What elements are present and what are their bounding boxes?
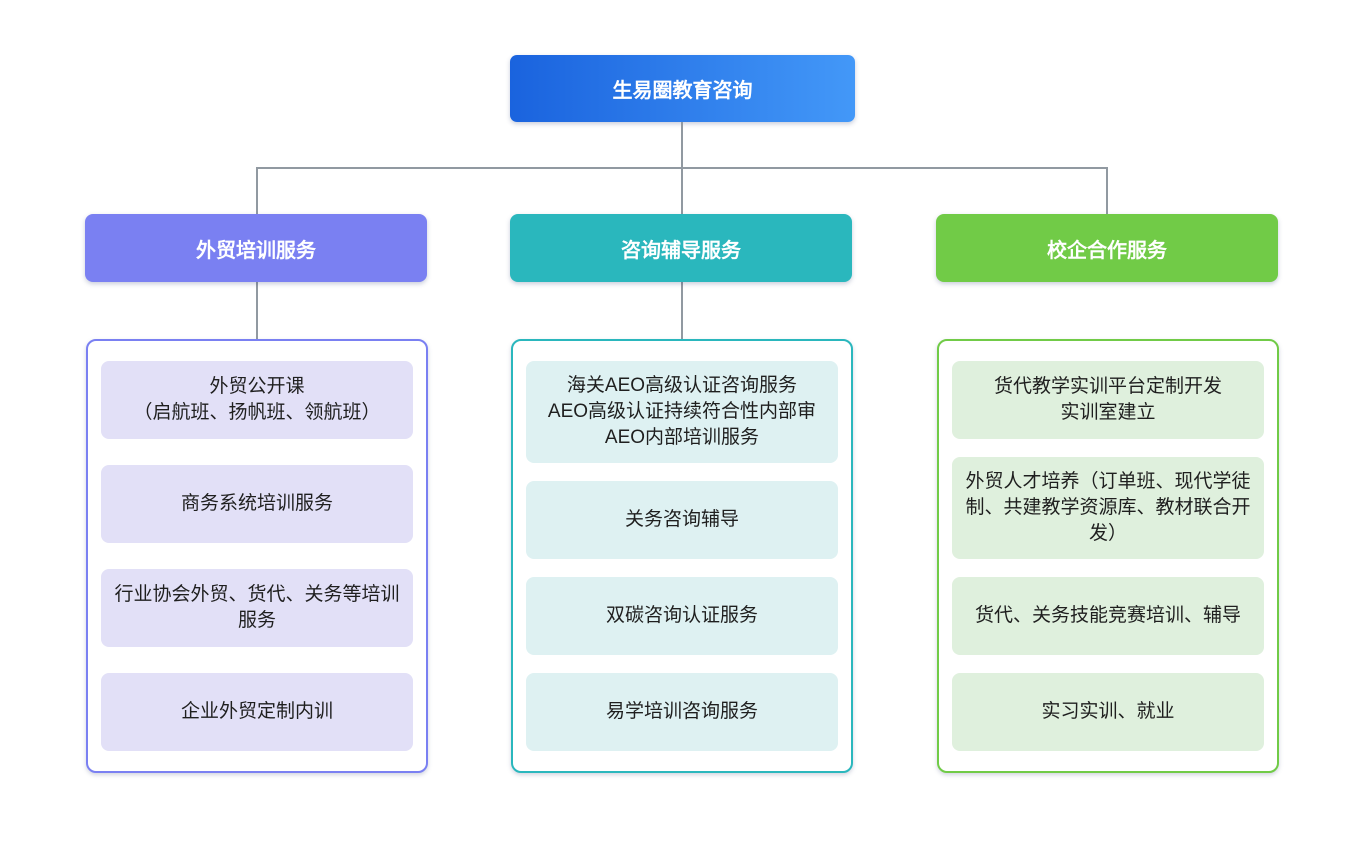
connector-branch2-panel-vertical bbox=[681, 282, 683, 339]
branch-panel-trade-training: 外贸公开课 （启航班、扬帆班、领航班） 商务系统培训服务 行业协会外贸、货代、关… bbox=[86, 339, 428, 773]
leaf-node[interactable]: 企业外贸定制内训 bbox=[101, 673, 413, 751]
root-node-label: 生易圈教育咨询 bbox=[612, 80, 753, 102]
root-node[interactable]: 生易圈教育咨询 bbox=[510, 55, 855, 122]
branch-panel-school-enterprise: 货代教学实训平台定制开发 实训室建立 外贸人才培养（订单班、现代学徒制、共建教学… bbox=[937, 339, 1279, 773]
leaf-node[interactable]: 商务系统培训服务 bbox=[101, 465, 413, 543]
leaf-node[interactable]: 海关AEO高级认证咨询服务 AEO高级认证持续符合性内部审 AEO内部培训服务 bbox=[526, 361, 838, 463]
branch-header-label: 校企合作服务 bbox=[1047, 239, 1167, 262]
leaf-node[interactable]: 货代教学实训平台定制开发 实训室建立 bbox=[952, 361, 1264, 439]
leaf-node[interactable]: 关务咨询辅导 bbox=[526, 481, 838, 559]
connector-branch1-panel-vertical bbox=[256, 282, 258, 339]
leaf-node[interactable]: 外贸人才培养（订单班、现代学徒制、共建教学资源库、教材联合开发） bbox=[952, 457, 1264, 559]
leaf-node[interactable]: 双碳咨询认证服务 bbox=[526, 577, 838, 655]
leaf-node[interactable]: 外贸公开课 （启航班、扬帆班、领航班） bbox=[101, 361, 413, 439]
branch-header-trade-training[interactable]: 外贸培训服务 bbox=[85, 214, 427, 282]
connector-branch1-top-vertical bbox=[256, 167, 258, 214]
branch-panel-consulting: 海关AEO高级认证咨询服务 AEO高级认证持续符合性内部审 AEO内部培训服务 … bbox=[511, 339, 853, 773]
connector-root-vertical bbox=[681, 122, 683, 167]
branch-header-school-enterprise[interactable]: 校企合作服务 bbox=[936, 214, 1278, 282]
connector-branch3-top-vertical bbox=[1106, 167, 1108, 214]
leaf-node[interactable]: 行业协会外贸、货代、关务等培训服务 bbox=[101, 569, 413, 647]
leaf-node[interactable]: 货代、关务技能竞赛培训、辅导 bbox=[952, 577, 1264, 655]
leaf-node[interactable]: 易学培训咨询服务 bbox=[526, 673, 838, 751]
branch-header-label: 咨询辅导服务 bbox=[621, 239, 741, 262]
branch-header-consulting[interactable]: 咨询辅导服务 bbox=[510, 214, 852, 282]
connector-branch2-top-vertical bbox=[681, 167, 683, 214]
branch-header-label: 外贸培训服务 bbox=[196, 239, 316, 262]
leaf-node[interactable]: 实习实训、就业 bbox=[952, 673, 1264, 751]
